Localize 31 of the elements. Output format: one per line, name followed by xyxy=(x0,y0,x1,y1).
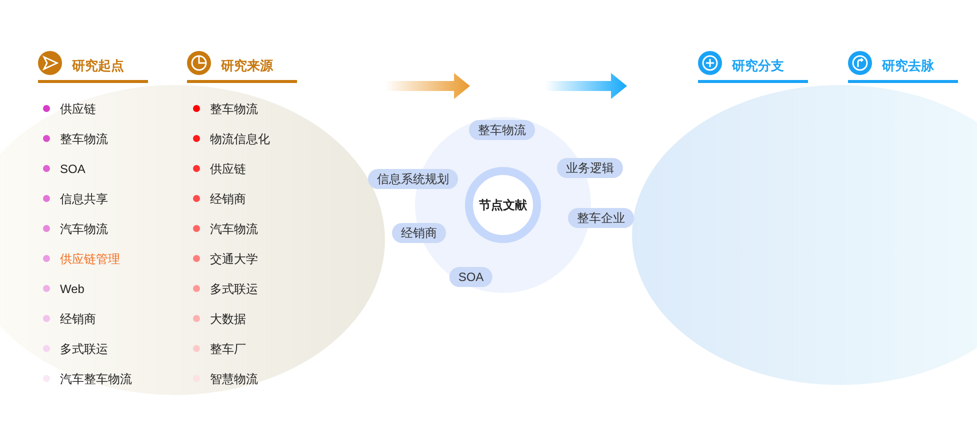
keyword-item: 智慧物流 xyxy=(210,371,258,387)
keyword-item: 整车厂 xyxy=(210,341,246,357)
section-title: 研究起点 xyxy=(72,57,124,75)
keyword-pill: 整车物流 xyxy=(469,120,535,140)
keyword-item: 多式联运 xyxy=(210,281,258,297)
keyword-item: 经销商 xyxy=(60,311,96,327)
section-title: 研究去脉 xyxy=(882,57,934,75)
keyword-item: 经销商 xyxy=(210,191,246,207)
section-title: 研究来源 xyxy=(221,57,273,75)
keyword-item: 信息共享 xyxy=(60,191,108,207)
keyword-item: 物流信息化 xyxy=(210,131,270,147)
center-title: 节点文献 xyxy=(479,196,527,214)
keyword-item: 整车物流 xyxy=(210,101,258,117)
keyword-item: 整车物流 xyxy=(60,131,108,147)
keyword-item: Web xyxy=(60,281,84,297)
keyword-pill: 信息系统规划 xyxy=(368,169,458,189)
keyword-item: 大数据 xyxy=(210,311,246,327)
keyword-item: 交通大学 xyxy=(210,251,258,267)
keyword-pill: 业务逻辑 xyxy=(557,158,623,178)
keyword-item: 供应链 xyxy=(210,161,246,177)
keyword-item: 汽车物流 xyxy=(60,221,108,237)
keyword-pill: SOA xyxy=(449,267,493,287)
keyword-item: SOA xyxy=(60,161,86,177)
keyword-item: 汽车物流 xyxy=(210,221,258,237)
keyword-item: 供应链管理 xyxy=(60,251,120,267)
keyword-item: 供应链 xyxy=(60,101,96,117)
section-title: 研究分支 xyxy=(732,57,784,75)
keyword-item: 多式联运 xyxy=(60,341,108,357)
keyword-pill: 整车企业 xyxy=(568,208,634,228)
keyword-pill: 经销商 xyxy=(392,223,446,243)
keyword-item: 汽车整车物流 xyxy=(60,371,132,387)
